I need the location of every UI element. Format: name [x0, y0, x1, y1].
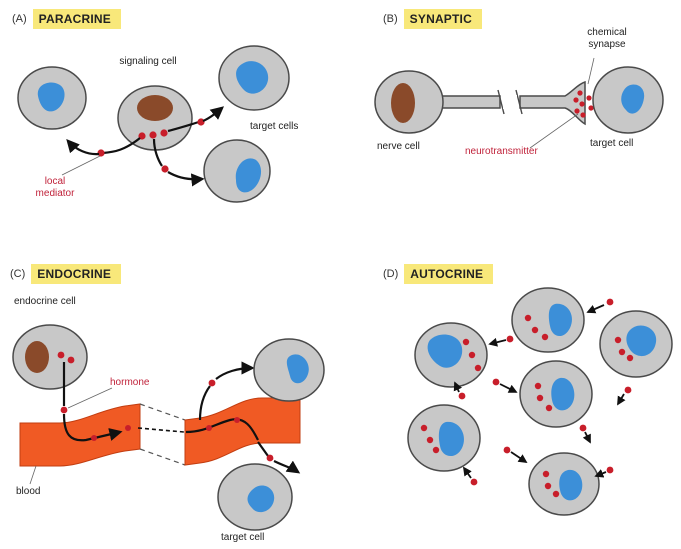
mediator-dot	[97, 149, 105, 157]
panel-d-header: (D) AUTOCRINE	[383, 264, 494, 284]
panel-d-letter: (D)	[383, 268, 399, 280]
panel-c-letter: (C)	[10, 268, 26, 280]
nerve-cell	[374, 70, 444, 134]
autocrine-cell	[528, 452, 600, 516]
target-cell	[592, 66, 664, 134]
panel-d-title: AUTOCRINE	[404, 264, 494, 284]
autocrine-cell	[599, 310, 673, 378]
blood-label: blood	[16, 486, 41, 497]
endocrine-panel	[12, 324, 325, 531]
autocrine-cell	[519, 360, 593, 428]
blood-vessel	[19, 403, 141, 467]
target-cell	[253, 338, 325, 402]
autocrine-panel	[407, 287, 673, 516]
autocrine-cell	[407, 404, 481, 472]
panel-b-letter: (B)	[383, 13, 398, 25]
panel-a-title: PARACRINE	[32, 9, 121, 29]
signaling-cell	[117, 85, 193, 151]
nerve-cell-label: nerve cell	[377, 141, 420, 152]
signaling-cell-label: signaling cell	[119, 56, 177, 67]
target-cell	[217, 463, 293, 531]
brown-nucleus	[137, 95, 173, 121]
neurotransmitter-label: neurotransmitter	[465, 146, 538, 157]
hormone-label: hormone	[110, 377, 150, 388]
panel-a-header: (A) PARACRINE	[12, 9, 121, 29]
local-mediator-label: local mediator	[35, 176, 75, 199]
target-cell	[203, 139, 271, 203]
panel-a-letter: (A)	[12, 13, 27, 25]
autocrine-cell	[414, 322, 488, 388]
synaptic-panel	[374, 57, 664, 149]
endocrine-cell-label: endocrine cell	[14, 296, 76, 307]
endocrine-cell	[12, 324, 88, 390]
target-cell	[218, 45, 290, 111]
autocrine-cell	[511, 287, 585, 353]
panel-b-title: SYNAPTIC	[403, 9, 482, 29]
panel-c-title: ENDOCRINE	[31, 264, 122, 284]
target-cell	[17, 66, 87, 130]
neurotransmitter-vesicles	[573, 90, 594, 118]
target-cells-label: target cells	[250, 121, 299, 132]
panel-c-header: (C) ENDOCRINE	[10, 264, 122, 284]
panel-b-header: (B) SYNAPTIC	[383, 9, 482, 29]
target-cell-c-label: target cell	[221, 532, 265, 543]
target-cell-b-label: target cell	[590, 138, 634, 149]
blood-vessel	[184, 397, 301, 466]
chemical-synapse-label: chemical synapse	[587, 27, 627, 50]
blue-nucleus	[37, 82, 65, 112]
